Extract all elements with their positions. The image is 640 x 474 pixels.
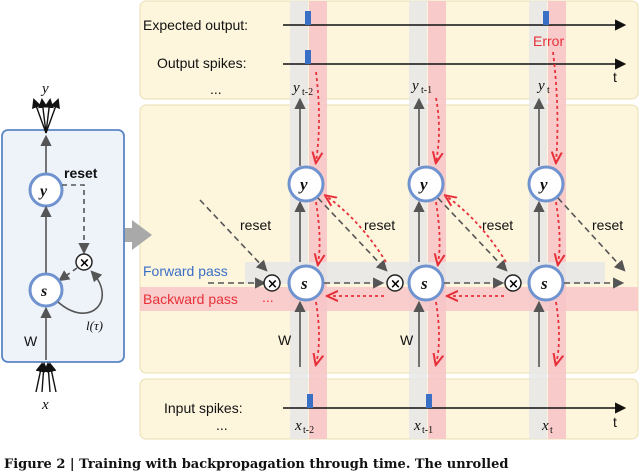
time-label-bottom: t bbox=[613, 414, 617, 430]
output-subscript: t bbox=[547, 85, 550, 96]
compact-neuron-box bbox=[1, 129, 125, 363]
input-spike bbox=[426, 394, 432, 408]
svg-text:×: × bbox=[79, 256, 90, 271]
neuron-y-label: y bbox=[418, 175, 428, 194]
input-subscript: t-1 bbox=[422, 425, 433, 436]
expected-spike bbox=[305, 11, 311, 25]
output-var: y bbox=[291, 80, 300, 96]
multiply-icon bbox=[75, 253, 93, 271]
svg-text:×: × bbox=[390, 277, 401, 292]
input-panel bbox=[139, 378, 639, 440]
compact-neuron-s-label: s bbox=[40, 283, 47, 300]
forward-pass-label: Forward pass bbox=[143, 263, 228, 279]
neuron-y-label: y bbox=[538, 175, 548, 194]
neuron-s bbox=[407, 264, 445, 302]
expected-output-label: Expected output: bbox=[143, 17, 248, 33]
input-var: x bbox=[294, 418, 302, 434]
input-var: x bbox=[413, 418, 421, 434]
output-subscript: t-1 bbox=[421, 85, 432, 96]
time-step-3: y s reset bbox=[527, 51, 626, 367]
multiply-icon bbox=[263, 274, 281, 292]
reset-label: reset bbox=[364, 217, 395, 233]
expected-spike bbox=[543, 11, 549, 25]
neuron-s-label: s bbox=[420, 274, 428, 293]
multiply-nodes: × × × bbox=[263, 274, 522, 292]
ellipsis-top: ... bbox=[210, 81, 222, 97]
input-var: x bbox=[541, 418, 549, 434]
neuron-s bbox=[527, 264, 565, 302]
output-var: y bbox=[536, 78, 545, 94]
output-var-labels: y t-2 y t-1 y t bbox=[291, 78, 550, 98]
svg-text:×: × bbox=[508, 277, 519, 292]
compact-reset-label: reset bbox=[64, 165, 98, 181]
reset-label: reset bbox=[482, 217, 513, 233]
time-bands bbox=[290, 1, 566, 439]
svg-text:×: × bbox=[267, 277, 278, 292]
time-label-top: t bbox=[613, 69, 617, 85]
leak-label: l(τ) bbox=[86, 318, 103, 333]
error-label: Error bbox=[533, 33, 564, 49]
reset-label: reset bbox=[592, 217, 623, 233]
neuron-s bbox=[287, 264, 325, 302]
multiply-icon bbox=[504, 274, 522, 292]
input-subscript: t bbox=[550, 425, 553, 436]
input-var-labels: x t-2 x t-1 x t bbox=[294, 418, 553, 436]
output-var-top: y bbox=[40, 81, 49, 97]
weight-label: W bbox=[278, 332, 292, 348]
weight-label: W bbox=[400, 332, 414, 348]
input-fan-icon bbox=[35, 362, 57, 393]
time-step-2: W y s reset bbox=[400, 97, 513, 367]
output-subscript: t-2 bbox=[302, 87, 313, 98]
output-spike bbox=[305, 50, 311, 64]
ellipsis-bottom: ... bbox=[216, 417, 228, 433]
multiply-icon bbox=[386, 274, 404, 292]
input-var-bottom: x bbox=[41, 397, 49, 413]
compact-weight-label: W bbox=[24, 333, 38, 349]
neuron-y bbox=[407, 165, 445, 203]
time-step-1: W y s reset bbox=[278, 71, 395, 367]
output-spikes-label: Output spikes: bbox=[157, 55, 247, 71]
neuron-y-label: y bbox=[298, 175, 308, 194]
backward-pass-label: Backward pass bbox=[143, 291, 238, 307]
reset-label: reset bbox=[240, 217, 271, 233]
output-fan-icon bbox=[32, 98, 60, 134]
input-subscript: t-2 bbox=[303, 425, 314, 436]
neuron-s-label: s bbox=[540, 274, 548, 293]
compact-neuron-s bbox=[28, 272, 64, 308]
input-spikes-label: Input spikes: bbox=[164, 400, 243, 416]
input-spike bbox=[307, 394, 313, 408]
figure-caption: Figure 2 | Training with backpropagation… bbox=[4, 457, 508, 472]
backward-pass-dots: ... bbox=[262, 289, 274, 305]
neuron-s-label: s bbox=[300, 274, 308, 293]
output-var: y bbox=[410, 78, 419, 94]
compact-neuron-y-label: y bbox=[38, 183, 48, 200]
neuron-y bbox=[287, 165, 325, 203]
neuron-y bbox=[527, 165, 565, 203]
